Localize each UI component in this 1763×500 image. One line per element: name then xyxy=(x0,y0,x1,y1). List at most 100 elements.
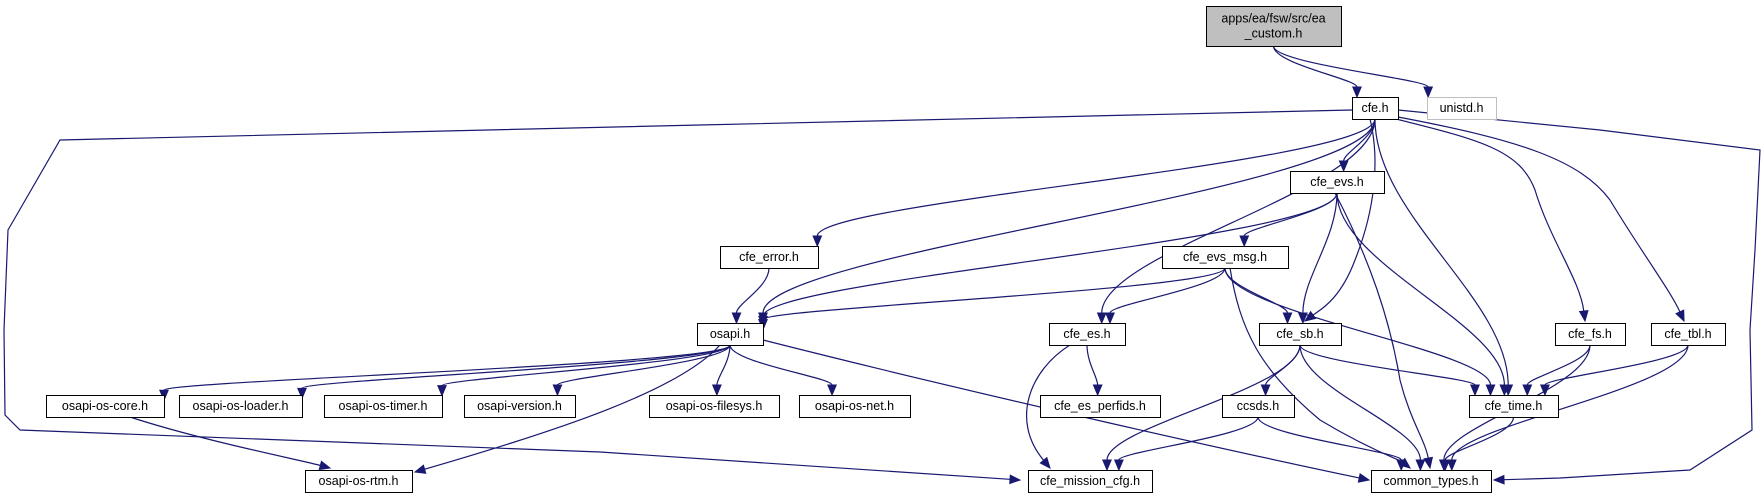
node-box xyxy=(1222,395,1295,418)
arrowhead-osapi-to-osapi_version xyxy=(552,384,563,397)
arrowhead-cfe_sb-to-ccsds xyxy=(1260,384,1271,397)
node-label: osapi-os-filesys.h xyxy=(666,399,763,413)
edge-cfe_es-to-cfe_mission_cfg xyxy=(1026,344,1071,461)
node-osapi-os-timer[interactable]: osapi-os-timer.h xyxy=(324,395,443,418)
node-osapi-os-filesys[interactable]: osapi-os-filesys.h xyxy=(649,395,780,418)
arrowhead-ccsds-to-cfe_mission_cfg xyxy=(1113,459,1124,472)
node-cfe[interactable]: cfe.h xyxy=(1352,97,1399,120)
edge-cfe_evs-to-common_types xyxy=(1334,192,1429,459)
arrowhead-ea_custom-to-unistd xyxy=(1423,86,1434,99)
node-box xyxy=(1651,323,1726,346)
arrowhead-cfe_evs_msg-to-cfe_sb xyxy=(1282,312,1293,325)
node-label: osapi-os-rtm.h xyxy=(319,474,399,488)
arrowhead-ccsds-to-common_types xyxy=(1396,459,1407,472)
edge-osapi-to-osapi_os_core xyxy=(163,344,731,391)
edge-cfe-to-cfe_error xyxy=(816,118,1376,237)
edge-cfe_sb-to-common_types xyxy=(1299,344,1421,461)
edge-cfe-to-cfe_fs xyxy=(1395,118,1585,312)
node-box xyxy=(305,470,413,493)
node-box xyxy=(1049,323,1126,346)
edge-cfe-to-cfe_sb xyxy=(1312,118,1376,316)
edge-cfe_evs-to-cfe_evs_msg xyxy=(1243,192,1338,237)
node-label: osapi-os-timer.h xyxy=(339,399,428,413)
node-osapi-version[interactable]: osapi-version.h xyxy=(464,395,576,418)
node-label: cfe_es.h xyxy=(1063,327,1110,341)
edge-osapi-to-osapi_os_net xyxy=(729,344,833,386)
node-cfe-mission-cfg[interactable]: cfe_mission_cfg.h xyxy=(1028,470,1153,493)
node-osapi-os-net[interactable]: osapi-os-net.h xyxy=(799,395,911,418)
node-cfe-evs[interactable]: cfe_evs.h xyxy=(1290,171,1385,194)
node-cfe-error[interactable]: cfe_error.h xyxy=(720,246,819,269)
edge-cfe-to-cfe_es xyxy=(1101,118,1376,314)
edge-osapi-to-osapi_os_timer xyxy=(441,344,731,387)
node-box xyxy=(1427,97,1497,120)
node-box xyxy=(179,395,303,418)
node-label: osapi-os-net.h xyxy=(815,399,894,413)
arrowhead-cfe-to-cfe_evs xyxy=(1338,160,1349,173)
edge-ccsds-to-cfe_mission_cfg xyxy=(1118,416,1259,461)
arrowhead-osapi-to-osapi_os_timer xyxy=(437,385,447,397)
edge-cfe_time-to-common_types xyxy=(1444,416,1515,461)
node-osapi-os-core[interactable]: osapi-os-core.h xyxy=(46,395,165,418)
arrowhead-cfe-to-cfe_mission_cfg xyxy=(1009,474,1022,485)
node-label: osapi.h xyxy=(710,327,750,341)
node-label: common_types.h xyxy=(1383,474,1478,488)
edge-cfe_evs-to-cfe_sb xyxy=(1302,192,1338,314)
node-common-types[interactable]: common_types.h xyxy=(1371,470,1492,493)
node-cfe-fs[interactable]: cfe_fs.h xyxy=(1555,323,1626,346)
node-box xyxy=(464,395,576,418)
edge-osapi-to-osapi_os_loader xyxy=(301,344,731,389)
node-label: cfe_sb.h xyxy=(1276,327,1323,341)
node-box xyxy=(1259,323,1342,346)
node-box xyxy=(799,395,911,418)
arrowhead-cfe_fs-to-cfe_time xyxy=(1522,384,1533,397)
arrowhead-cfe_evs-to-common_types xyxy=(1423,456,1434,470)
arrowhead-cfe_evs_msg-to-cfe_time xyxy=(1485,384,1496,397)
node-osapi[interactable]: osapi.h xyxy=(697,323,764,346)
edge-cfe_evs-to-cfe_time xyxy=(1336,192,1505,386)
arrowhead-osapi-to-osapi_os_net xyxy=(827,384,838,397)
node-label: osapi-version.h xyxy=(477,399,562,413)
node-label: cfe_tbl.h xyxy=(1664,327,1711,341)
edge-cfe-to-cfe_mission_cfg xyxy=(3,109,1353,480)
node-box xyxy=(1469,395,1559,418)
arrowhead-cfe_evs-to-cfe_sb xyxy=(1297,312,1308,325)
arrowhead-cfe_evs-to-cfe_evs_msg xyxy=(1239,235,1250,248)
arrowhead-cfe-to-cfe_es xyxy=(1096,312,1107,325)
node-cfe-evs-msg[interactable]: cfe_evs_msg.h xyxy=(1162,246,1289,269)
edge-cfe-to-cfe_evs xyxy=(1343,118,1376,162)
arrowhead-osapi_os_core-to-osapi_os_rtm xyxy=(318,460,332,471)
arrowhead-cfe_error-to-osapi xyxy=(731,312,742,325)
node-label: cfe.h xyxy=(1361,101,1388,115)
node-ccsds[interactable]: ccsds.h xyxy=(1222,395,1295,418)
arrowhead-cfe_es-to-cfe_mission_cfg xyxy=(1039,456,1051,469)
node-box xyxy=(1555,323,1626,346)
node-ea-custom[interactable]: apps/ea/fsw/src/ea_custom.h xyxy=(1206,6,1342,47)
edge-cfe_evs-to-osapi xyxy=(762,192,1338,317)
node-box xyxy=(1290,171,1385,194)
arrowhead-cfe-to-cfe_sb xyxy=(1303,310,1317,322)
edge-osapi-to-common_types xyxy=(762,339,1360,479)
arrowhead-cfe_sb-to-cfe_mission_cfg xyxy=(1102,459,1112,472)
node-box xyxy=(697,323,764,346)
node-box xyxy=(1206,6,1342,47)
node-cfe-time[interactable]: cfe_time.h xyxy=(1469,395,1559,418)
node-unistd[interactable]: unistd.h xyxy=(1427,97,1497,120)
node-cfe-es[interactable]: cfe_es.h xyxy=(1049,323,1126,346)
edge-ccsds-to-common_types xyxy=(1257,416,1402,461)
node-osapi-os-rtm[interactable]: osapi-os-rtm.h xyxy=(305,470,413,493)
edge-cfe-to-osapi xyxy=(762,118,1376,314)
arrowhead-cfe_evs-to-cfe_time xyxy=(1499,384,1510,397)
edge-cfe_tbl-to-cfe_time xyxy=(1544,344,1689,386)
arrowhead-cfe_evs_msg-to-cfe_es xyxy=(1105,312,1115,325)
node-cfe-sb[interactable]: cfe_sb.h xyxy=(1259,323,1342,346)
node-box xyxy=(46,395,165,418)
edge-cfe_evs_msg-to-cfe_sb xyxy=(1224,267,1289,314)
node-cfe-es-perfids[interactable]: cfe_es_perfids.h xyxy=(1040,395,1161,418)
edge-osapi-to-osapi_os_rtm xyxy=(424,344,721,470)
node-label: _custom.h xyxy=(1244,27,1303,41)
node-cfe-tbl[interactable]: cfe_tbl.h xyxy=(1651,323,1726,346)
edge-cfe-to-common_types xyxy=(1397,109,1761,481)
node-osapi-os-loader[interactable]: osapi-os-loader.h xyxy=(179,395,303,418)
